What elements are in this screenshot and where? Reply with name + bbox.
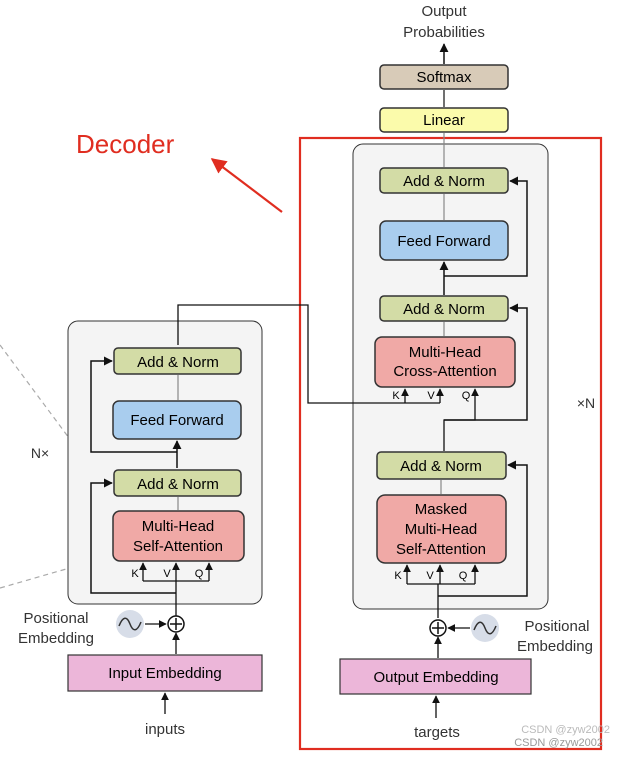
decoder-masked-residual — [438, 460, 528, 597]
decoder-add-norm-top — [379, 167, 509, 194]
encoder-feed-forward-label: Feed Forward — [130, 412, 223, 429]
encoder-positional-label-line2: Embedding — [18, 630, 94, 647]
decoder-feed-forward-label: Feed Forward — [397, 233, 490, 250]
encoder-v-label: V — [163, 568, 171, 580]
linear-label: Linear — [423, 112, 465, 129]
watermark: CSDN @zyw2002 — [514, 737, 603, 749]
decoder-positional-label-line2: Embedding — [517, 638, 593, 655]
decoder-repeat-label: ×N — [577, 395, 595, 411]
output-embedding-label: Output Embedding — [373, 669, 498, 686]
decoder-annotation-label: Decoder — [76, 129, 175, 159]
decoder-add-norm-top-label: Add & Norm — [403, 173, 485, 190]
decoder-sine-wave-icon — [473, 621, 497, 635]
cross-k-label: K — [392, 390, 400, 402]
cross-q-label: Q — [462, 390, 471, 402]
decoder-highlight-frame — [298, 136, 603, 751]
softmax-block — [379, 64, 509, 90]
cross-attention-line2: Cross-Attention — [393, 363, 496, 380]
decoder-add-norm-bottom-label: Add & Norm — [400, 458, 482, 475]
encoder-add-norm-bottom — [113, 469, 242, 497]
output-embedding-block — [339, 658, 532, 695]
decoder-feed-forward — [379, 220, 509, 261]
output-title-line2: Probabilities — [403, 24, 485, 41]
encoder-repeat-label: N× — [31, 445, 49, 461]
encoder-feed-forward — [112, 400, 242, 440]
masked-attention-line2: Multi-Head — [405, 521, 478, 538]
encoder-q-label: Q — [195, 568, 204, 580]
inputs-label: inputs — [145, 721, 185, 738]
decoder-cross-attention — [374, 336, 516, 388]
encoder-positional-label-line1: Positional — [23, 610, 88, 627]
encoder-attention-line1: Multi-Head — [142, 518, 215, 535]
masked-k-label: K — [394, 570, 402, 582]
decoder-add-norm-bottom — [376, 451, 507, 480]
cross-attention-line1: Multi-Head — [409, 344, 482, 361]
encoder-attention-line2: Self-Attention — [133, 538, 223, 555]
decoder-positional-label-line1: Positional — [524, 618, 589, 635]
cross-v-label: V — [427, 390, 435, 402]
encoder-output-connection — [177, 304, 440, 404]
decoder-ff-residual — [444, 176, 528, 277]
masked-v-label: V — [426, 570, 434, 582]
decoder-masked-attention — [376, 494, 507, 564]
encoder-ff-residual — [90, 356, 177, 453]
decoder-add-norm-mid-label: Add & Norm — [403, 301, 485, 318]
decoder-cross-residual — [444, 303, 528, 421]
watermark-ghost: CSDN @zyw2002 — [521, 724, 610, 736]
masked-q-label: Q — [459, 570, 468, 582]
masked-attention-line3: Self-Attention — [396, 541, 486, 558]
encoder-add-norm-top — [113, 347, 242, 375]
targets-label: targets — [414, 724, 460, 741]
encoder-add-norm-top-label: Add & Norm — [137, 354, 219, 371]
input-embedding-label: Input Embedding — [108, 665, 221, 682]
decoder-add-norm-mid — [379, 295, 509, 322]
encoder-self-attention — [112, 510, 245, 562]
encoder-sine-wave-icon — [118, 617, 142, 631]
encoder-add-norm-bottom-label: Add & Norm — [137, 476, 219, 493]
encoder-attention-residual — [90, 478, 176, 594]
linear-block — [379, 107, 509, 133]
encoder-k-label: K — [131, 568, 139, 580]
input-embedding-block — [67, 654, 263, 692]
decoder-pointer-arrow — [210, 158, 283, 213]
output-title-line1: Output — [421, 3, 467, 20]
masked-attention-line1: Masked — [415, 501, 468, 518]
softmax-label: Softmax — [416, 69, 472, 86]
